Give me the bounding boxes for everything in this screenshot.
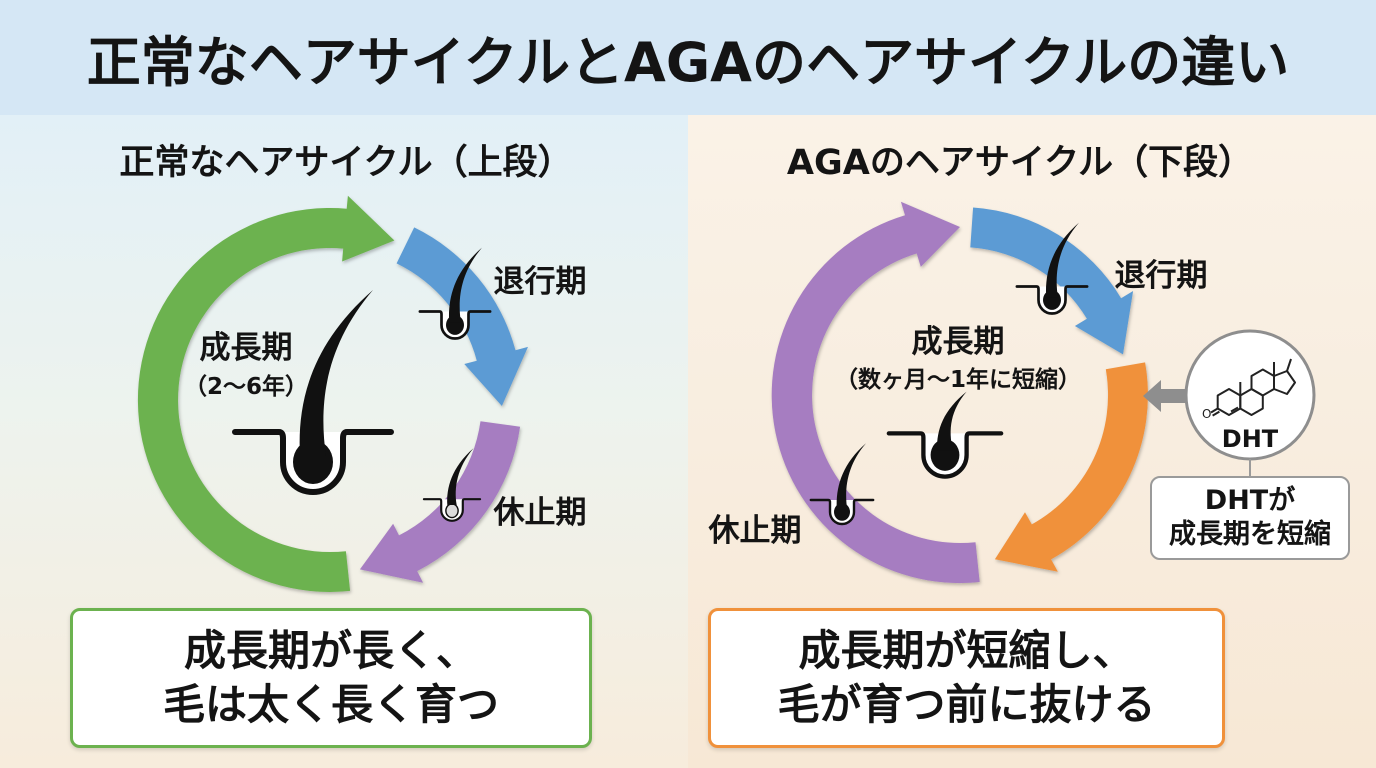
aga-cycle-heading: AGAのヘアサイクル（下段） [786, 143, 1254, 183]
title-band: 正常なヘアサイクルとAGAのヘアサイクルの違い [0, 0, 1376, 115]
page-title: 正常なヘアサイクルとAGAのヘアサイクルの違い [86, 31, 1290, 94]
normal-summary-line-1: 成長期が長く、 [183, 626, 478, 675]
aga-summary-line-1: 成長期が短縮し、 [798, 626, 1135, 675]
dht-callout-line-2: 成長期を短縮 [1169, 519, 1331, 550]
dht-callout-box: DHTが 成長期を短縮 [1150, 476, 1350, 560]
normal-summary-box: 成長期が長く、 毛は太く長く育つ [70, 608, 592, 748]
normal-cycle-heading: 正常なヘアサイクル（上段） [119, 143, 573, 183]
dht-callout-line-1: DHTが [1204, 485, 1296, 516]
aga-summary-line-2: 毛が育つ前に抜ける [777, 680, 1156, 729]
normal-summary-line-2: 毛は太く長く育つ [162, 680, 499, 729]
aga-summary-box: 成長期が短縮し、 毛が育つ前に抜ける [708, 608, 1225, 748]
